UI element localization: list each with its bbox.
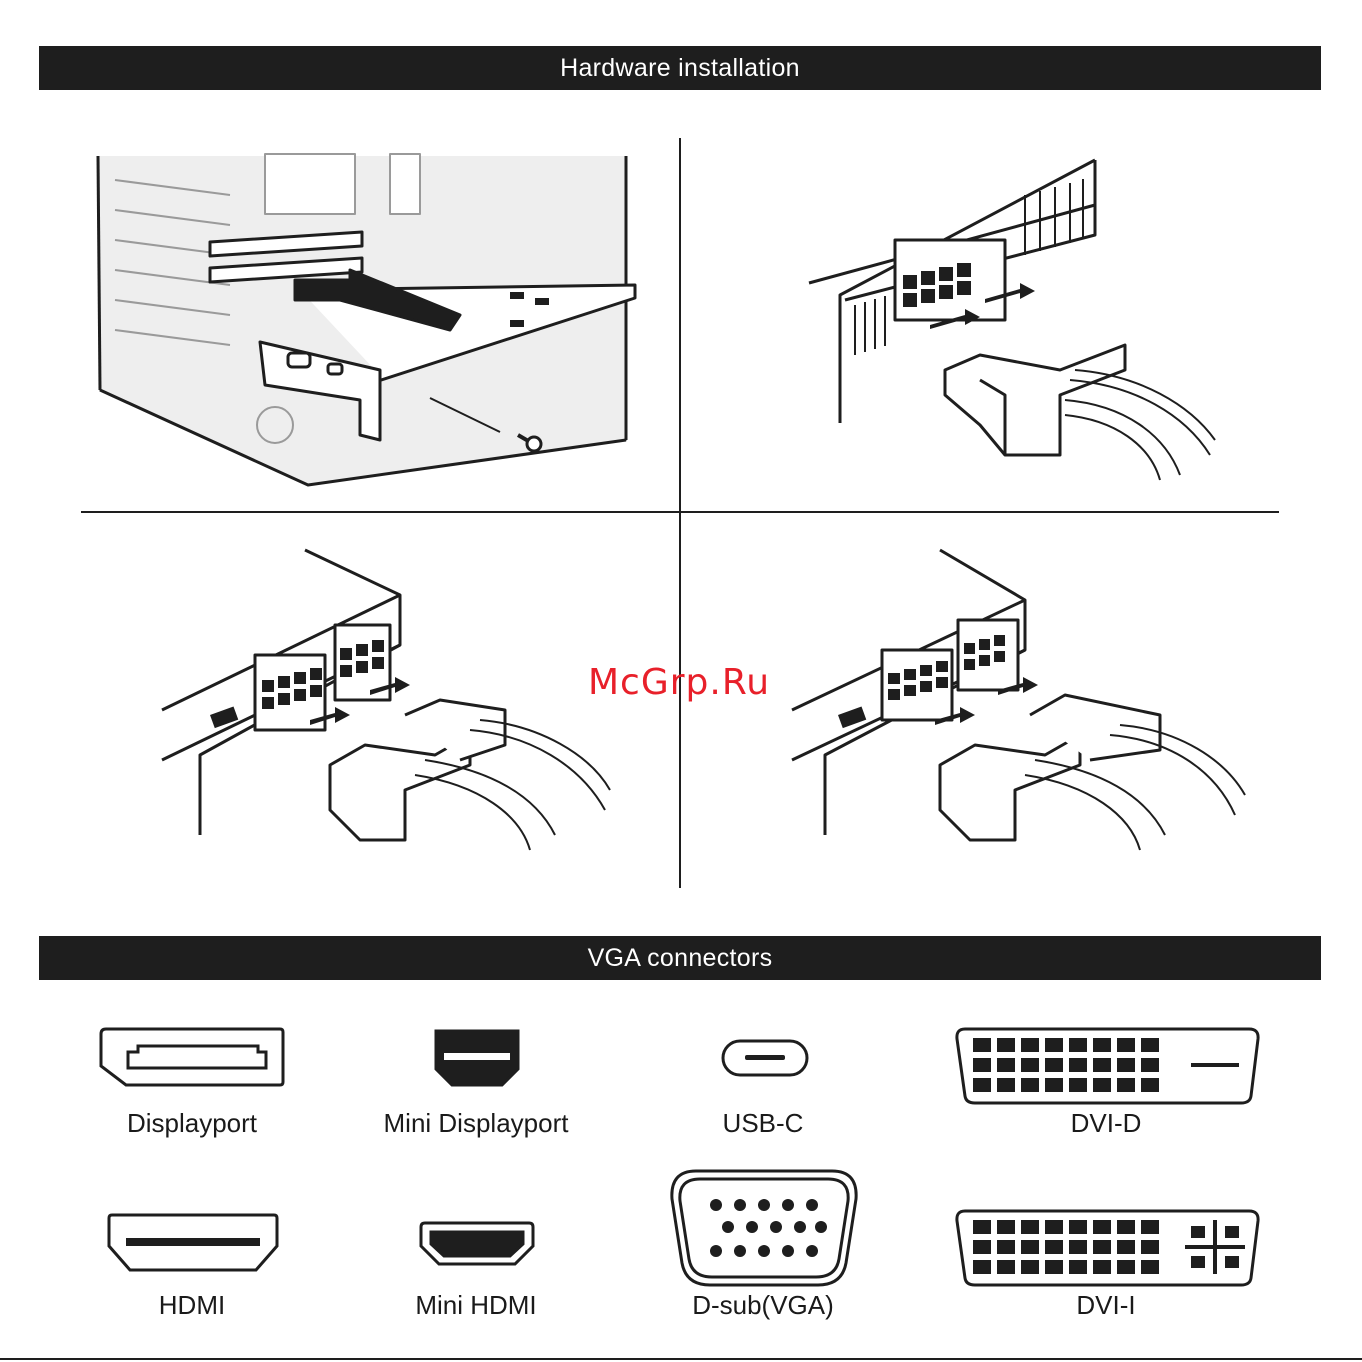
dvi-d-icon (953, 1026, 1263, 1111)
step-single-power-connector-illustration (805, 155, 1225, 485)
grid-divider-horizontal (81, 511, 1279, 513)
connector-label-displayport: Displayport (42, 1108, 342, 1139)
usb-c-icon (720, 1038, 810, 1083)
step-dual-power-connector-illustration (160, 545, 620, 855)
step-insert-card-illustration (90, 150, 650, 495)
connector-label-mini-displayport: Mini Displayport (326, 1108, 626, 1139)
watermark-text: McGrp.Ru (588, 662, 770, 703)
connector-label-usb-c: USB-C (613, 1108, 913, 1139)
d-sub-vga-icon (666, 1167, 862, 1294)
displayport-icon (98, 1026, 286, 1093)
connector-label-dvi-i: DVI-I (956, 1290, 1256, 1321)
connector-label-d-sub-vga: D-sub(VGA) (613, 1290, 913, 1321)
connector-label-dvi-d: DVI-D (956, 1108, 1256, 1139)
connector-label-mini-hdmi: Mini HDMI (326, 1290, 626, 1321)
dvi-i-icon (953, 1208, 1263, 1293)
grid-divider-vertical (679, 138, 681, 888)
vga-connectors-banner: VGA connectors (39, 936, 1321, 980)
mini-displayport-icon (432, 1027, 522, 1094)
step-dual-power-connector-variant-illustration (790, 545, 1250, 855)
hardware-installation-banner: Hardware installation (39, 46, 1321, 90)
mini-hdmi-icon (417, 1220, 537, 1273)
connector-label-hdmi: HDMI (42, 1290, 342, 1321)
bottom-rule (0, 1358, 1362, 1360)
hdmi-icon (106, 1212, 280, 1279)
